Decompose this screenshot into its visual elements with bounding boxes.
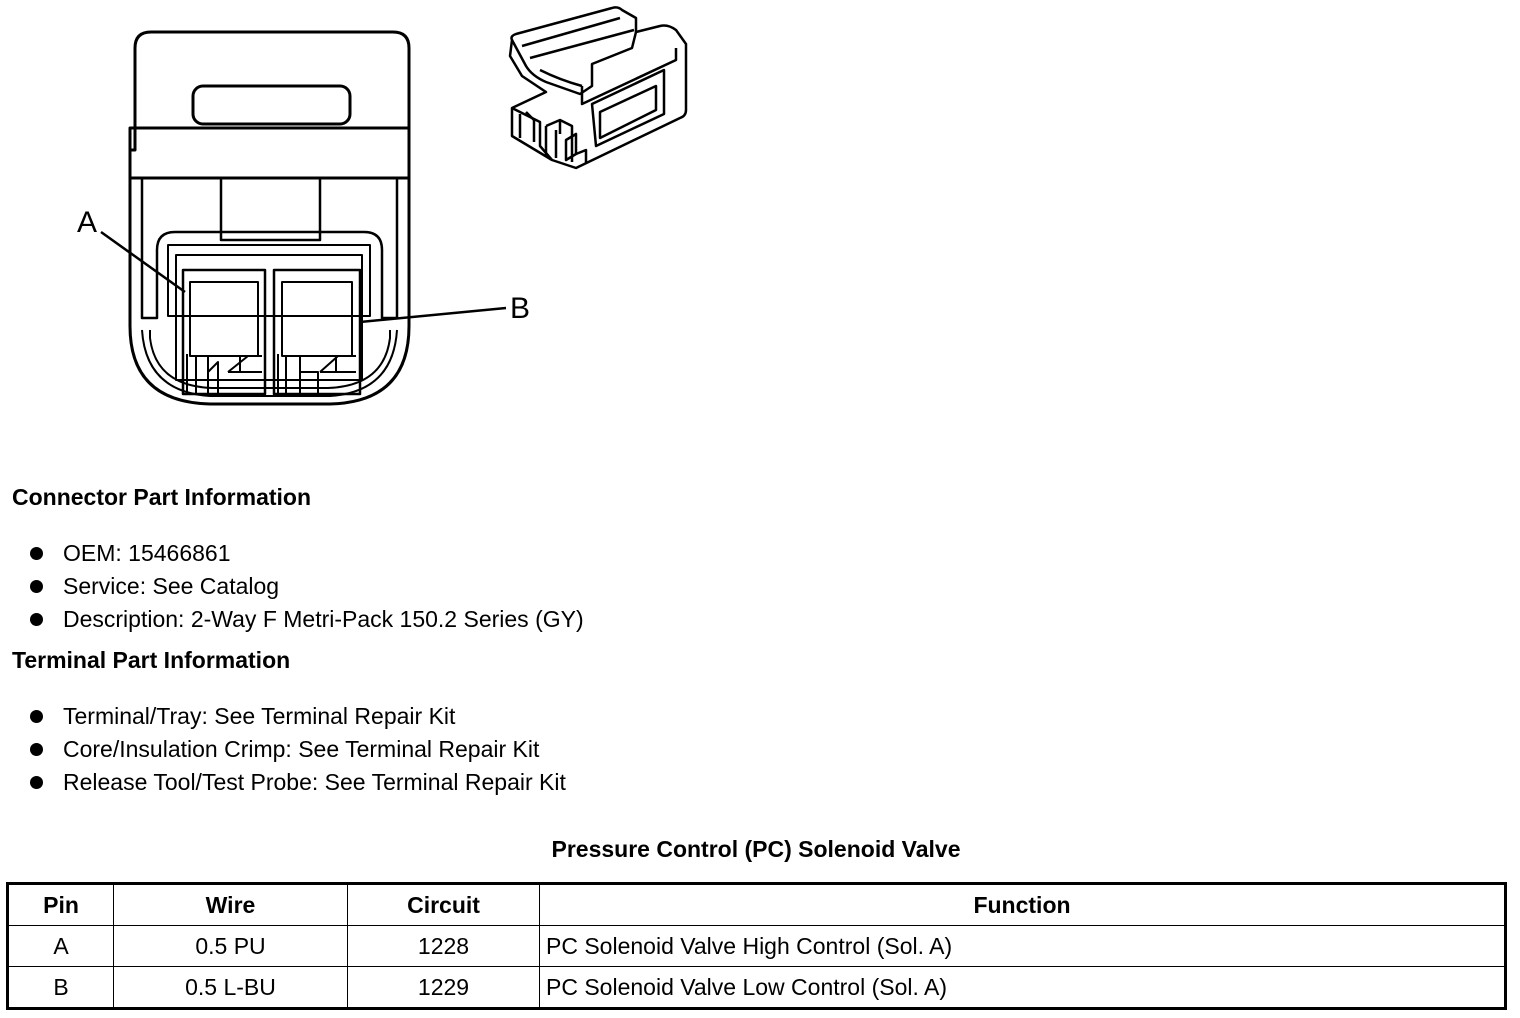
terminal-tray-illustration [508, 6, 688, 170]
connector-info-list: OEM: 15466861 Service: See Catalog Descr… [28, 537, 584, 636]
list-item: Service: See Catalog [28, 570, 584, 603]
terminal-release-tool: Release Tool/Test Probe: See Terminal Re… [63, 769, 566, 795]
connector-oem: OEM: 15466861 [63, 540, 231, 566]
terminal-cavity-a [181, 268, 267, 396]
connector-body-outline [128, 30, 411, 406]
bullet-icon [30, 710, 43, 723]
terminal-info-list: Terminal/Tray: See Terminal Repair Kit C… [28, 700, 566, 799]
cell-circuit: 1229 [347, 966, 540, 1009]
list-item: Terminal/Tray: See Terminal Repair Kit [28, 700, 566, 733]
list-item: Description: 2-Way F Metri-Pack 150.2 Se… [28, 603, 584, 636]
connector-illustration: A B [77, 6, 688, 406]
terminal-info-heading: Terminal Part Information [12, 647, 291, 673]
bullet-icon [30, 776, 43, 789]
column-header-circuit: Circuit [347, 883, 540, 926]
connector-info-heading: Connector Part Information [12, 484, 312, 510]
cell-circuit: 1228 [347, 925, 540, 967]
bullet-icon [30, 580, 43, 593]
terminal-tray: Terminal/Tray: See Terminal Repair Kit [63, 703, 456, 729]
pin-table: Pin Wire Circuit Function A 0.5 PU 1228 … [6, 882, 1507, 1010]
leader-line-a [100, 230, 186, 294]
connector-service: Service: See Catalog [63, 573, 280, 599]
cell-function: PC Solenoid Valve High Control (Sol. A) [539, 925, 1506, 967]
cell-pin: B [7, 966, 114, 1009]
latch-slot [191, 84, 352, 126]
diagram-label-b: B [510, 292, 530, 325]
bullet-icon [30, 743, 43, 756]
list-item: OEM: 15466861 [28, 537, 584, 570]
bullet-icon [30, 547, 43, 560]
table-title: Pressure Control (PC) Solenoid Valve [551, 836, 961, 862]
leader-line-b [359, 306, 507, 324]
table-row: B 0.5 L-BU 1229 PC Solenoid Valve Low Co… [7, 966, 1506, 1009]
cell-function: PC Solenoid Valve Low Control (Sol. A) [539, 966, 1506, 1009]
connector-description: Description: 2-Way F Metri-Pack 150.2 Se… [63, 606, 584, 632]
bullet-icon [30, 613, 43, 626]
list-item: Core/Insulation Crimp: See Terminal Repa… [28, 733, 566, 766]
column-header-pin: Pin [7, 883, 114, 926]
list-item: Release Tool/Test Probe: See Terminal Re… [28, 766, 566, 799]
cell-pin: A [7, 925, 114, 967]
column-header-wire: Wire [113, 883, 348, 926]
column-header-function: Function [539, 883, 1506, 926]
cell-wire: 0.5 PU [113, 925, 348, 967]
cell-wire: 0.5 L-BU [113, 966, 348, 1009]
table-header-row: Pin Wire Circuit Function [7, 883, 1506, 926]
diagram-label-a: A [77, 206, 97, 239]
table-row: A 0.5 PU 1228 PC Solenoid Valve High Con… [7, 925, 1506, 967]
terminal-crimp: Core/Insulation Crimp: See Terminal Repa… [63, 736, 540, 762]
connector-diagram: A B [0, 0, 720, 420]
